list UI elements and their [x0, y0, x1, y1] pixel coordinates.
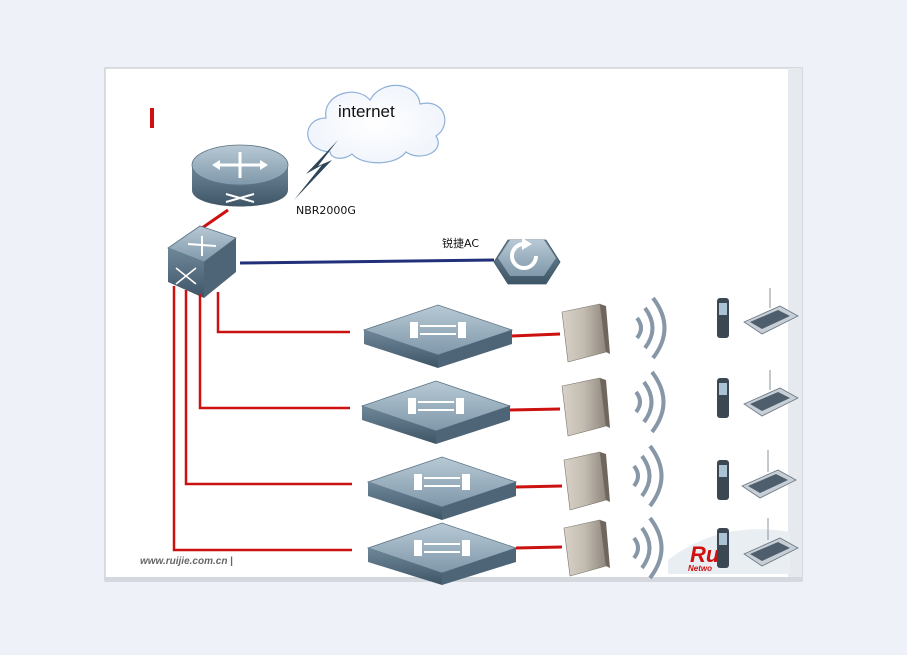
uplink-3: [184, 290, 352, 486]
access-point-panel-icon: [561, 303, 610, 363]
pda-device-icon: [743, 518, 799, 567]
access-point-panel-icon: [563, 519, 610, 577]
uplink-2: [198, 294, 350, 410]
wifi-signal-icon: [635, 296, 667, 360]
access-row-4: [366, 516, 799, 585]
wifi-signal-icon: [632, 516, 664, 580]
access-row-3: [366, 444, 797, 520]
uplink-4: [172, 286, 352, 552]
access-switch-icon: [362, 304, 514, 368]
uplinks: [172, 286, 352, 552]
mobile-phone-icon: [717, 298, 729, 338]
router-icon: [191, 144, 289, 207]
access-switch-icon: [366, 456, 518, 520]
logo-sub-text: Netwo: [688, 564, 712, 573]
ap-link: [511, 332, 561, 338]
access-row-2: [360, 370, 799, 444]
uplink-1: [216, 292, 350, 334]
access-row-1: [362, 288, 799, 368]
ac-link: [239, 258, 495, 265]
ap-link: [509, 407, 561, 412]
core-switch-icon: [167, 225, 237, 298]
access-point-panel-icon: [563, 451, 610, 511]
footer-url: www.ruijie.com.cn: [140, 556, 227, 567]
footer-separator: |: [230, 556, 233, 567]
mobile-phone-icon: [717, 378, 729, 418]
pda-device-icon: [743, 288, 799, 335]
pda-device-icon: [741, 450, 797, 499]
title-accent-bar: [150, 108, 154, 128]
wifi-signal-icon: [634, 370, 666, 434]
ac-controller-icon: [493, 238, 561, 285]
wifi-signal-icon: [632, 444, 664, 508]
internet-label: internet: [338, 102, 395, 121]
access-point-panel-icon: [561, 377, 610, 437]
router-switch-link: [201, 208, 229, 230]
ap-link: [515, 545, 563, 550]
mobile-phone-icon: [717, 528, 729, 568]
internet-cloud-icon: [307, 84, 446, 164]
ac-label: 锐捷AC: [442, 236, 479, 250]
access-switch-icon: [360, 380, 512, 444]
mobile-phone-icon: [717, 460, 729, 500]
ap-link: [515, 484, 563, 489]
router-label: NBR2000G: [296, 204, 356, 217]
slide-edge: [788, 68, 802, 581]
pda-device-icon: [743, 370, 799, 417]
